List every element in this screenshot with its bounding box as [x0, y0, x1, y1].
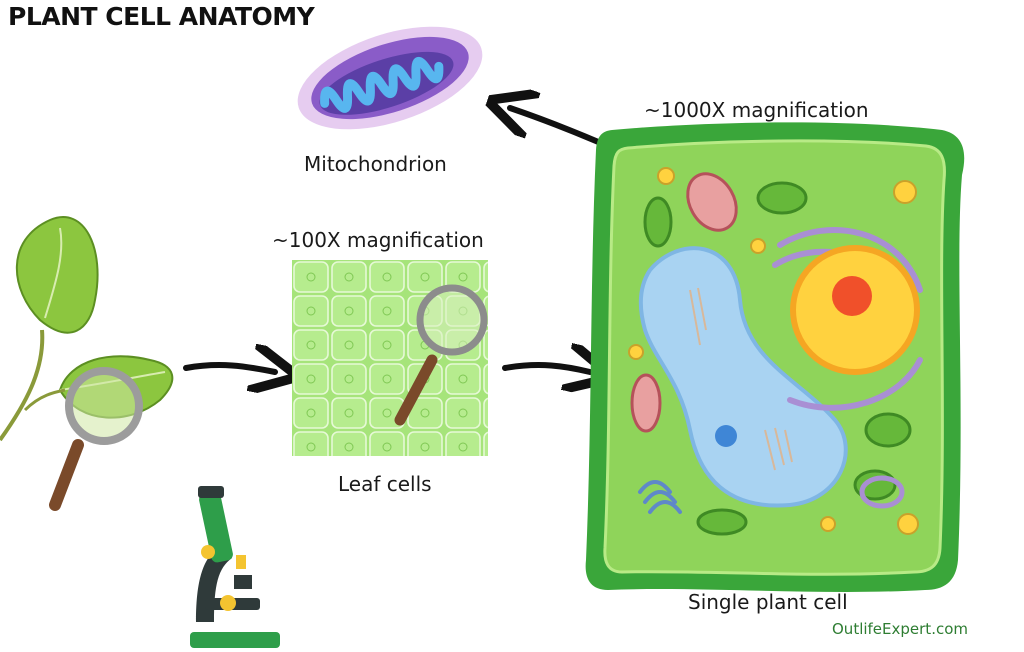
- magnifier-leaf-icon: [49, 367, 143, 511]
- vacuole: [638, 246, 848, 508]
- mitochondrion-label: Mitochondrion: [304, 152, 447, 176]
- chloroplast: [643, 196, 673, 248]
- chloroplast: [756, 181, 808, 215]
- mitochondrion: [630, 373, 662, 433]
- nucleolus: [832, 276, 872, 316]
- leaf-cells-label: Leaf cells: [338, 472, 432, 496]
- golgi: [638, 480, 682, 514]
- magnification-1000x-label: ~1000X magnification: [644, 98, 869, 122]
- site-credit: OutlifeExpert.com: [832, 620, 968, 638]
- mitochondrion: [686, 172, 738, 232]
- mitochondrion-zoom-illustration: [297, 26, 483, 130]
- magnifier-cells-icon: [394, 284, 488, 426]
- magnification-100x-label: ~100X magnification: [272, 228, 484, 252]
- arrow-leaf-cells-to-plant-cell: [502, 365, 590, 372]
- single-plant-cell-label: Single plant cell: [688, 590, 848, 614]
- chloroplast: [864, 412, 912, 448]
- chloroplast: [696, 508, 748, 536]
- microscope-icon: [190, 486, 280, 648]
- arrow-leaf-to-leaf-cells: [183, 365, 275, 372]
- plant-cell-illustration: [585, 122, 965, 592]
- page-title: PLANT CELL ANATOMY: [8, 2, 315, 31]
